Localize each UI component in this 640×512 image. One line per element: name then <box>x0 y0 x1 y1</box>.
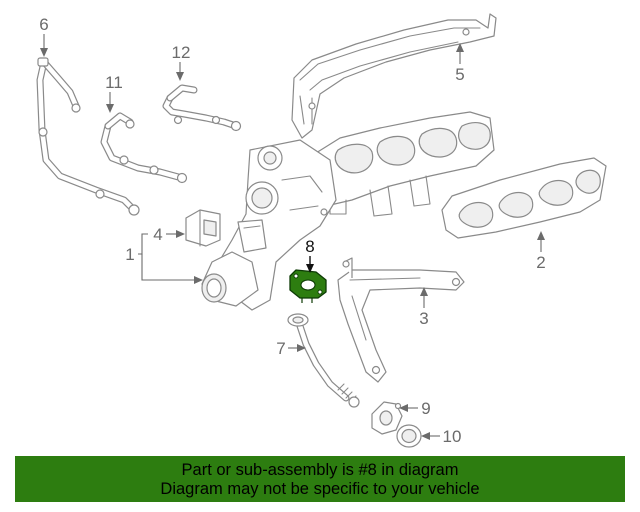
part-8-gasket-highlighted[interactable] <box>289 269 327 303</box>
callout-3: 3 <box>419 309 428 328</box>
callout-1: 1 <box>125 245 134 264</box>
callout-8: 8 <box>305 237 314 256</box>
part-3-support-bracket[interactable] <box>337 257 465 383</box>
callout-4: 4 <box>153 225 162 244</box>
part-10-seal[interactable] <box>396 424 422 448</box>
info-banner: Part or sub-assembly is #8 in diagram Di… <box>15 456 625 502</box>
callout-2: 2 <box>536 253 545 272</box>
part-2-manifold-gasket[interactable] <box>441 157 607 239</box>
banner-line-2: Diagram may not be specific to your vehi… <box>160 480 480 498</box>
callout-7: 7 <box>276 339 285 358</box>
callout-9: 9 <box>421 399 430 418</box>
part-6-pipe[interactable] <box>36 57 140 216</box>
banner-line-1: Part or sub-assembly is #8 in diagram <box>181 461 459 479</box>
part-7-oil-pipe[interactable] <box>287 313 360 408</box>
part-9-gasket[interactable] <box>371 401 403 435</box>
callout-10: 10 <box>443 427 462 446</box>
part-11-pipe[interactable] <box>100 112 188 184</box>
part-5-heat-shield[interactable] <box>291 13 497 139</box>
part-12-pipe[interactable] <box>162 84 242 132</box>
part-4-bracket[interactable] <box>185 209 221 247</box>
part-1-turbocharger[interactable] <box>201 139 337 311</box>
callout-11: 11 <box>105 73 123 92</box>
callout-6: 6 <box>39 15 48 34</box>
callout-12: 12 <box>172 43 191 62</box>
callout-5: 5 <box>455 65 464 84</box>
